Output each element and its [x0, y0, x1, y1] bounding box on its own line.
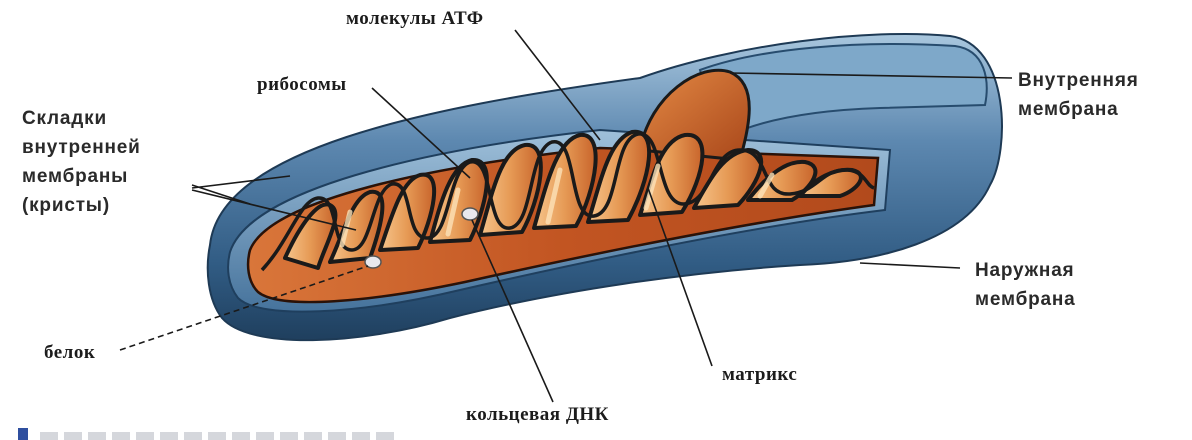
- label-inner-membrane: Внутренняя мембрана: [1018, 66, 1139, 124]
- dna-ring: [462, 208, 478, 220]
- caption-ghost-text: [40, 432, 400, 440]
- label-cristae: Складки внутренней мембраны (кристы): [22, 104, 141, 220]
- label-cristae-line-2: внутренней: [22, 133, 141, 162]
- label-dna: кольцевая ДНК: [466, 404, 609, 426]
- label-protein: белок: [44, 342, 95, 364]
- caption-mark: [18, 428, 28, 440]
- leader-outer-membrane: [860, 263, 960, 268]
- label-cristae-line-3: мембраны: [22, 162, 141, 191]
- label-outer-membrane-line-1: Наружная: [975, 256, 1076, 285]
- label-cristae-line-4: (кристы): [22, 191, 141, 220]
- label-cristae-line-1: Складки: [22, 104, 141, 133]
- label-ribosomes: рибосомы: [257, 74, 347, 96]
- cropped-caption: [0, 425, 420, 440]
- label-atp: молекулы АТФ: [346, 8, 484, 30]
- label-matrix: матрикс: [722, 364, 797, 386]
- label-inner-membrane-line-2: мембрана: [1018, 95, 1139, 124]
- label-outer-membrane-line-2: мембрана: [975, 285, 1076, 314]
- label-inner-membrane-line-1: Внутренняя: [1018, 66, 1139, 95]
- label-outer-membrane: Наружная мембрана: [975, 256, 1076, 314]
